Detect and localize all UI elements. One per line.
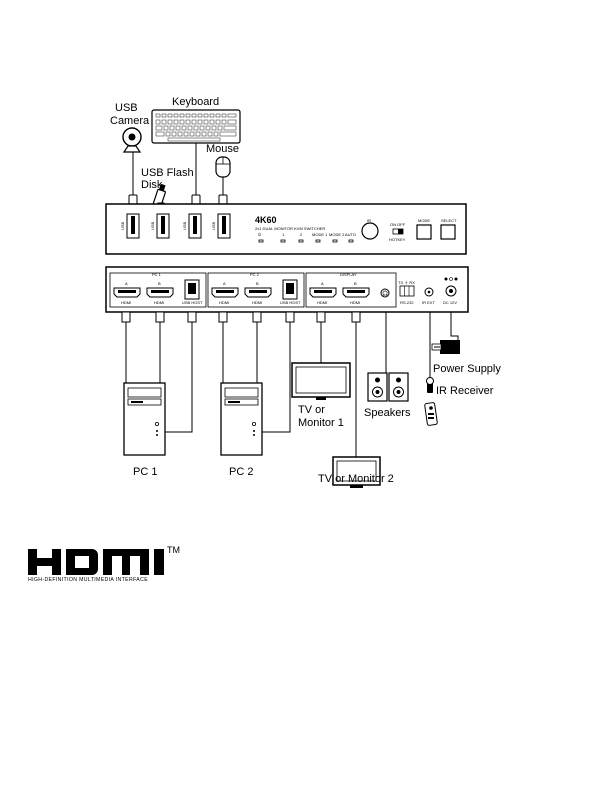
rear-pc2-port-a: A [223,281,226,286]
tv-monitor-2-label: TV or Monitor 2 [318,473,394,485]
led-label-mode2: MODE 2 [329,232,345,237]
usb-camera-icon [122,127,142,153]
rear-pc1-usb-host-label: USB HOST [182,300,203,305]
rear-group-pc2: PC 2 [250,272,260,277]
pc1-label: PC 1 [133,466,157,478]
led-label-2: 2 [300,232,303,237]
kvm-front-panel: USB USB USB USB 4K60 2x1 DUAL MONITOR KV… [105,203,467,255]
rear-group-pc1: PC 1 [152,272,162,277]
tv-monitor-1-label-line2: Monitor 1 [298,417,344,429]
rear-group-display: DISPLAY [340,272,357,277]
mode-button-label: MODE [418,218,430,223]
rear-pc1-port-a: A [125,281,128,286]
rear-display-hdmi-a-label: HDMI [317,300,327,305]
usb-camera-label-line1: USB [115,102,138,114]
rear-pc2-port-b: B [256,281,259,286]
tv-monitor-1-icon [291,362,351,400]
audio-jack [380,288,390,298]
rear-pc1-hdmi-b-label: HDMI [154,300,164,305]
keyboard-icon [151,109,241,144]
rs232-terminal [399,285,415,297]
select-button-label: SELECT [441,218,457,223]
pc2-label: PC 2 [229,466,253,478]
led-label-power: ⏻ [258,232,262,237]
select-button [440,224,456,240]
speakers-icon [367,372,409,402]
rear-pc2-hdmi-b-label: HDMI [252,300,262,305]
rear-display-hdmi-b-label: HDMI [350,300,360,305]
usb-port-label-1: USB [120,221,125,230]
front-model: 2x1 DUAL MONITOR KVM SWITCHER [255,226,325,231]
rear-pc2-usb-host-label: USB HOST [280,300,301,305]
usb-camera-label-line2: Camera [110,115,150,127]
front-usb-cables [132,143,224,195]
led-label-auto: AUTO [345,232,356,237]
headphone-icon: 🎧 [382,290,388,297]
kvm-rear-panel: PC 1 PC 2 DISPLAY A [105,266,469,313]
mode-button [416,224,432,240]
front-ir-label: IR [367,218,371,223]
ir-receiver-icon [426,377,434,393]
power-supply-label: Power Supply [433,363,501,375]
hotkey-label: HOTKEY [389,237,406,242]
usb-port-label-3: USB [182,221,187,230]
hotkey-on-off-label: ON OFF [390,222,406,227]
rs232-label: RS-232 [400,300,414,305]
speakers-label: Speakers [364,407,411,419]
ir-sensor-window [361,222,379,240]
rear-cables [125,312,459,457]
keyboard-label: Keyboard [172,96,219,108]
rs232-top-label: TX ⏚ RX [398,279,415,285]
ir-ext-label: IR EXT [422,300,435,305]
mouse-icon [215,156,231,178]
usb-port-label-4: USB [211,221,216,230]
pc2-tower-icon [220,382,263,456]
hdmi-trademark: TM [167,545,180,555]
power-adapter-icon [431,340,460,354]
mouse-label: Mouse [206,143,239,155]
tv-monitor-2-icon [332,456,381,488]
rear-cable-plugs [121,311,361,323]
usb-flash-label-line2: Disk [141,179,163,191]
pc1-tower-icon [123,382,166,456]
hdmi-logo [28,549,164,575]
rear-pc2-hdmi-a-label: HDMI [219,300,229,305]
usb-flash-label-line1: USB Flash [141,167,194,179]
led-label-mode1: MODE 1 [312,232,328,237]
rear-pc1-hdmi-a-label: HDMI [121,300,131,305]
led-label-1: 1 [282,232,285,237]
rear-display-port-b: B [354,281,357,286]
rear-display-port-a: A [321,281,324,286]
hdmi-tagline: HIGH-DEFINITION MULTIMEDIA INTERFACE [28,577,149,583]
remote-control-icon [424,402,438,426]
tv-monitor-1-label-line1: TV or [298,404,325,416]
usb-port-label-2: USB [150,221,155,230]
front-brand: 4K60 [255,215,277,225]
ir-receiver-label: IR Receiver [436,385,494,397]
rear-pc1-port-b: B [158,281,161,286]
dc-label: DC 12V [443,300,457,305]
